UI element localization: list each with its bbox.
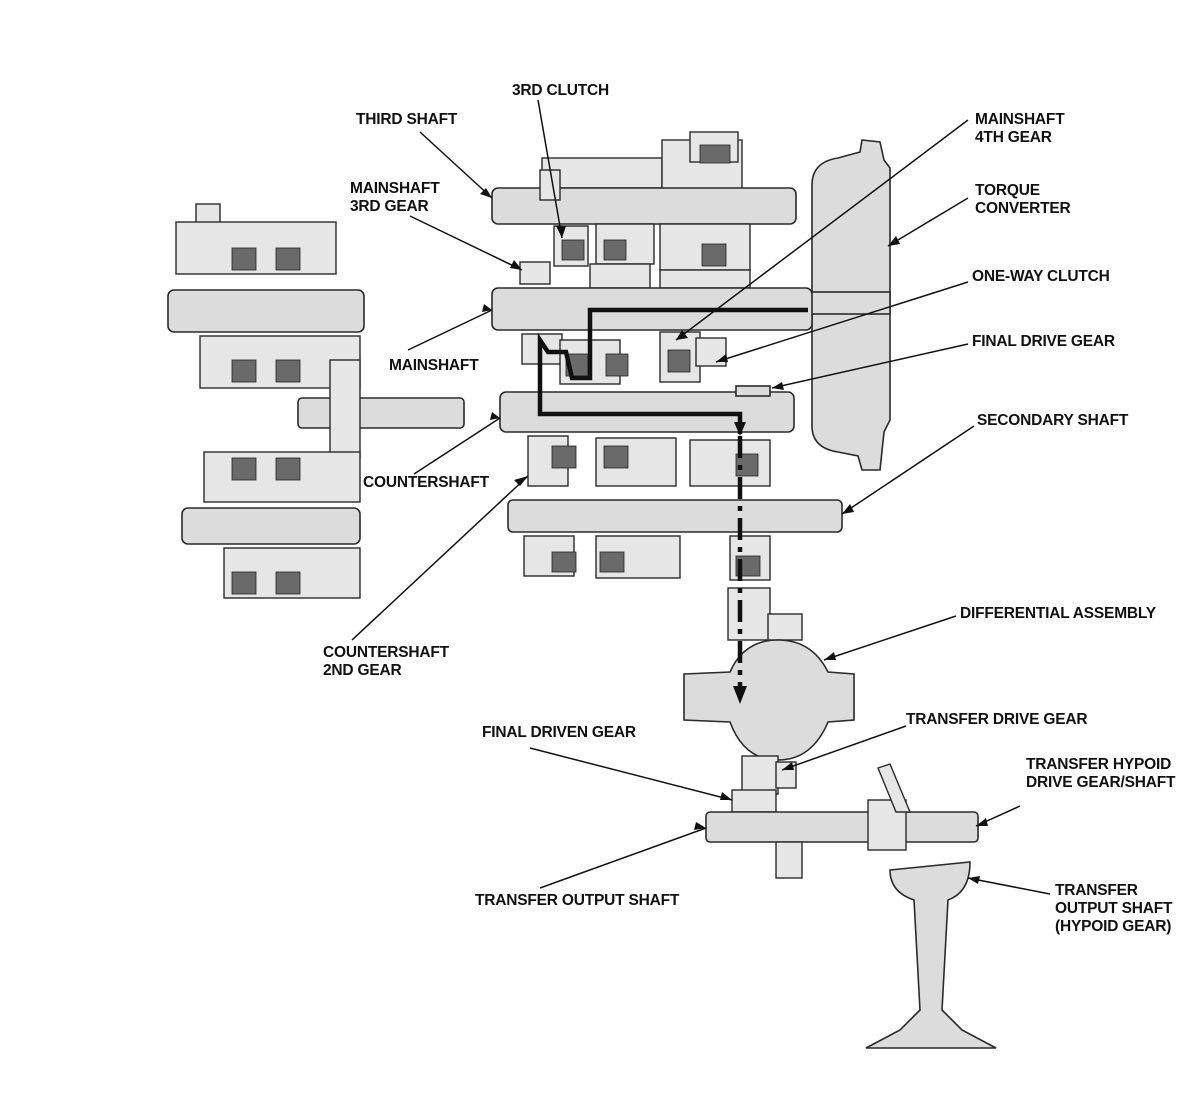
label-countershaft: COUNTERSHAFT	[363, 474, 490, 491]
label-mainshaft-4th-gear-line1: MAINSHAFT	[975, 111, 1065, 128]
label-transfer-drive-gear: TRANSFER DRIVE GEAR	[906, 711, 1087, 728]
leader-lines	[351, 99, 1051, 895]
label-mainshaft-3rd-gear-line1: MAINSHAFT	[350, 180, 440, 197]
label-torque-converter-line1: TORQUE	[975, 182, 1040, 199]
hypoid-gear-part	[865, 763, 997, 1049]
label-transfer-hypoid-line1: TRANSFER HYPOID	[1026, 756, 1171, 773]
label-mainshaft: MAINSHAFT	[389, 357, 479, 374]
label-secondary-shaft: SECONDARY SHAFT	[977, 412, 1129, 429]
left-lower-unit	[181, 451, 361, 599]
label-torque-converter-line2: CONVERTER	[975, 200, 1071, 217]
secondary-shaft-assembly	[507, 499, 843, 581]
third-shaft-assembly	[491, 131, 797, 271]
label-transfer-output-hypoid-line3: (HYPOID GEAR)	[1055, 918, 1171, 935]
left-middle-shaft	[297, 359, 465, 459]
label-transfer-output-hypoid-line1: TRANSFER	[1055, 882, 1138, 899]
label-third-shaft: THIRD SHAFT	[356, 111, 458, 128]
label-final-drive-gear: FINAL DRIVE GEAR	[972, 333, 1115, 350]
label-countershaft-2nd-gear-line2: 2ND GEAR	[323, 662, 402, 679]
label-final-driven-gear: FINAL DRIVEN GEAR	[482, 724, 636, 741]
power-flow-path	[537, 307, 808, 704]
labels: THIRD SHAFT 3RD CLUTCH MAINSHAFT 4TH GEA…	[323, 82, 1176, 935]
label-one-way-clutch: ONE-WAY CLUTCH	[972, 268, 1110, 285]
label-transfer-hypoid-line2: DRIVE GEAR/SHAFT	[1026, 774, 1176, 791]
label-differential-assembly: DIFFERENTIAL ASSEMBLY	[960, 605, 1157, 622]
label-countershaft-2nd-gear-line1: COUNTERSHAFT	[323, 644, 450, 661]
label-mainshaft-4th-gear-line2: 4TH GEAR	[975, 129, 1052, 146]
label-transfer-output-shaft: TRANSFER OUTPUT SHAFT	[475, 892, 680, 909]
differential-assembly-part	[683, 587, 855, 795]
countershaft-assembly	[499, 385, 795, 487]
label-transfer-output-hypoid-line2: OUTPUT SHAFT	[1055, 900, 1173, 917]
label-mainshaft-3rd-gear-line2: 3RD GEAR	[350, 198, 429, 215]
label-3rd-clutch: 3RD CLUTCH	[512, 82, 609, 99]
